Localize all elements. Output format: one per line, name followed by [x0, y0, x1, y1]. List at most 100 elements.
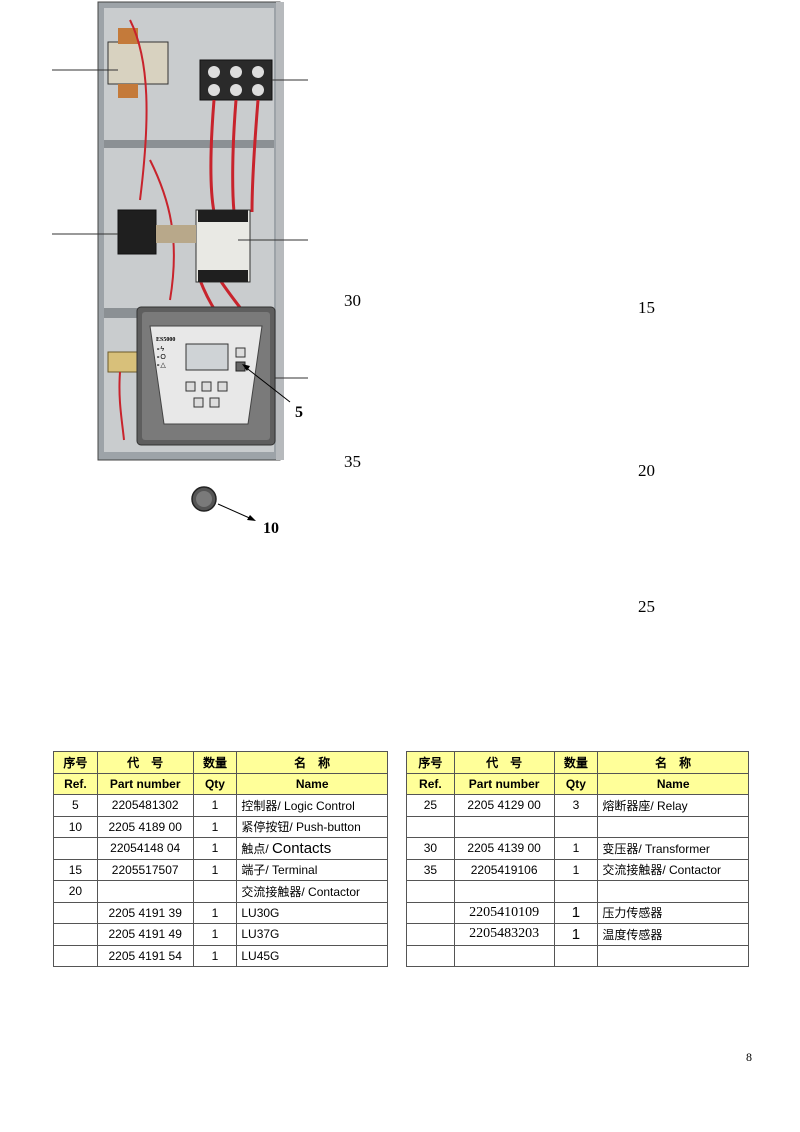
table-row: 22054148 04 1 触点/ Contacts [53, 837, 388, 860]
cell-qty [553, 944, 599, 967]
cell-name: LU37G [236, 923, 388, 946]
table-row: 5 2205481302 1 控制器/ Logic Control [53, 794, 388, 817]
cell-part: 2205 4129 00 [453, 794, 555, 817]
cell-part [96, 880, 194, 903]
cell-qty: 1 [192, 837, 238, 860]
table-row [406, 944, 749, 967]
table-row: 35 2205419106 1 交流接触器/ Contactor [406, 858, 749, 881]
cell-part: 22054148 04 [96, 837, 194, 860]
cell-ref: 15 [53, 858, 98, 881]
header-qty-en: Qty [553, 772, 599, 795]
cell-qty: 1 [192, 901, 238, 924]
cell-name-en: Contacts [272, 839, 332, 857]
cell-part: 2205483203 [453, 923, 555, 946]
table-row: 2205483203 1 温度传感器 [406, 923, 749, 946]
cell-name [597, 880, 749, 903]
leader-line-5 [242, 364, 291, 403]
header-part-en: Part number [96, 772, 194, 795]
table-row [406, 880, 749, 903]
cell-ref: 30 [406, 837, 455, 860]
table-row: 30 2205 4139 00 1 变压器/ Transformer [406, 837, 749, 860]
callout-5: 5 [295, 404, 303, 421]
cell-name: 交流接触器/ Contactor [236, 880, 388, 903]
cell-name [597, 815, 749, 838]
controller-illustration: ES5000 ∘ϟ ∘O ∘△ [136, 306, 276, 446]
callout-10: 10 [263, 520, 279, 537]
cell-ref: 25 [406, 794, 455, 817]
cell-name: 交流接触器/ Contactor [597, 858, 749, 881]
header-qty-cn: 数量 [192, 751, 238, 774]
table-row: 2205 4191 54 1 LU45G [53, 944, 388, 967]
cell-name: 端子/ Terminal [236, 858, 388, 881]
cell-name: 触点/ Contacts [236, 837, 388, 860]
cell-part [453, 815, 555, 838]
cell-ref [53, 837, 98, 860]
table-row: 2205 4191 39 1 LU30G [53, 901, 388, 924]
cell-ref [406, 815, 455, 838]
svg-text:∘O: ∘O [156, 354, 166, 361]
callout-25: 25 [638, 597, 655, 616]
cell-qty: 3 [553, 794, 599, 817]
cell-ref [53, 901, 98, 924]
cell-qty: 1 [192, 794, 238, 817]
table-row: 2205410109 1 压力传感器 [406, 901, 749, 924]
cell-name [597, 944, 749, 967]
cell-part: 2205419106 [453, 858, 555, 881]
cell-ref [406, 901, 455, 924]
cell-part: 2205410109 [453, 901, 555, 924]
cell-part [453, 880, 555, 903]
cell-ref: 5 [53, 794, 98, 817]
cell-ref: 20 [53, 880, 98, 903]
cell-ref [406, 923, 455, 946]
cell-part: 2205 4189 00 [96, 815, 194, 838]
controller-brand-label: ES5000 [156, 337, 175, 343]
callout-15: 15 [638, 298, 655, 317]
cell-part: 2205 4191 54 [96, 944, 194, 967]
cell-qty [192, 880, 238, 903]
cell-qty: 1 [553, 858, 599, 881]
cell-qty [553, 880, 599, 903]
cell-name: 控制器/ Logic Control [236, 794, 388, 817]
callout-30: 30 [344, 291, 361, 310]
svg-text:∘ϟ: ∘ϟ [156, 346, 164, 353]
table-header-row-en: Ref. Part number Qty Name [53, 772, 388, 795]
parts-table-left: 序号 代 号 数量 名 称 Ref. Part number Qty Name … [53, 751, 388, 967]
cell-name-cn: 触点/ [241, 841, 273, 856]
cell-ref [406, 880, 455, 903]
cell-name: 熔断器座/ Relay [597, 794, 749, 817]
cell-ref: 10 [53, 815, 98, 838]
cell-qty: 1 [553, 837, 599, 860]
cell-name: 温度传感器 [597, 923, 749, 946]
table-row: 2205 4191 49 1 LU37G [53, 923, 388, 946]
cell-name: 变压器/ Transformer [597, 837, 749, 860]
header-name-en: Name [236, 772, 388, 795]
cell-qty [553, 815, 599, 838]
header-ref-cn: 序号 [53, 751, 98, 774]
header-name-cn: 名 称 [236, 751, 388, 774]
cell-qty: 1 [192, 858, 238, 881]
cell-qty: 1 [192, 923, 238, 946]
header-name-cn: 名 称 [597, 751, 749, 774]
emergency-stop-illustration [191, 486, 256, 521]
cell-part: 2205481302 [96, 794, 194, 817]
svg-text:∘△: ∘△ [156, 362, 166, 369]
parts-table-right: 序号 代 号 数量 名 称 Ref. Part number Qty Name … [406, 751, 749, 967]
callout-35: 35 [344, 452, 361, 471]
cell-ref [53, 923, 98, 946]
table-row [406, 815, 749, 838]
cell-part: 2205 4139 00 [453, 837, 555, 860]
page-number: 8 [746, 1050, 752, 1064]
header-qty-en: Qty [192, 772, 238, 795]
table-row: 15 2205517507 1 端子/ Terminal [53, 858, 388, 881]
cell-qty: 1 [553, 901, 599, 924]
header-ref-en: Ref. [53, 772, 98, 795]
table-header-row-cn: 序号 代 号 数量 名 称 [53, 751, 388, 774]
cell-part: 2205517507 [96, 858, 194, 881]
cell-part: 2205 4191 49 [96, 923, 194, 946]
cell-part [453, 944, 555, 967]
table-row: 20 交流接触器/ Contactor [53, 880, 388, 903]
cell-name: 紧停按钮/ Push-button [236, 815, 388, 838]
header-part-en: Part number [453, 772, 555, 795]
cell-qty: 1 [553, 923, 599, 946]
header-ref-en: Ref. [406, 772, 455, 795]
